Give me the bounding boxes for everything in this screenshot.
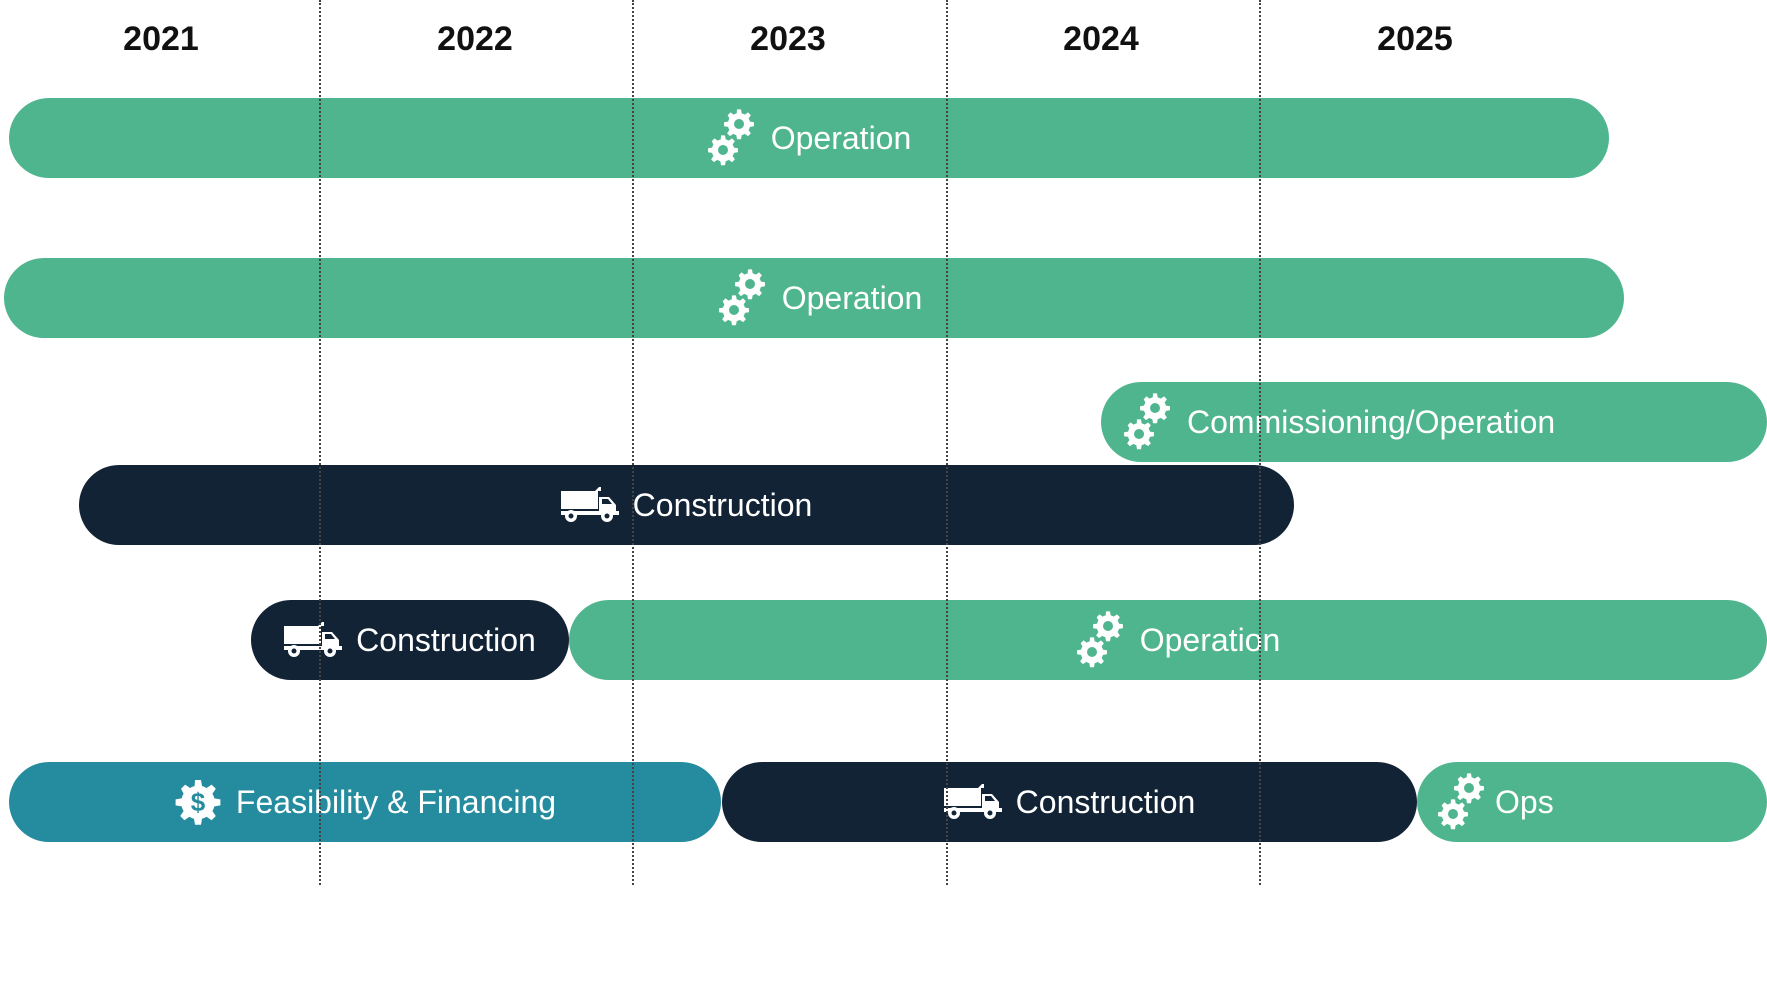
ops-bar: Ops: [1417, 762, 1767, 842]
feasibility-financing-bar: $ Feasibility & Financing: [9, 762, 721, 842]
year-label-2024: 2024: [1063, 20, 1139, 58]
year-label-2021: 2021: [123, 20, 199, 58]
operation-bar: Operation: [9, 98, 1609, 178]
gears-icon: [1076, 610, 1126, 670]
year-divider: [1259, 0, 1261, 885]
bar-label: Commissioning/Operation: [1187, 403, 1556, 440]
bar-label: Feasibility & Financing: [235, 783, 557, 820]
construction-bar: Construction: [251, 600, 569, 680]
dollar-gear-icon: $: [174, 778, 222, 826]
gears-icon: [707, 108, 757, 168]
construction-bar: Construction: [722, 762, 1417, 842]
bar-label: Operation: [770, 119, 912, 156]
truck-icon: [284, 622, 343, 658]
bar-label: Ops: [1495, 783, 1554, 820]
bar-label: Construction: [632, 486, 813, 523]
bar-label: Operation: [781, 279, 923, 316]
operation-bar: Operation: [4, 258, 1624, 338]
bar-label: Construction: [1015, 783, 1196, 820]
year-label-2022: 2022: [437, 20, 513, 58]
gears-icon: [718, 268, 768, 328]
bar-label: Operation: [1139, 621, 1281, 658]
year-divider: [946, 0, 948, 885]
year-label-2023: 2023: [750, 20, 826, 58]
truck-icon: [943, 784, 1002, 820]
gears-icon: [1123, 392, 1173, 452]
bar-label: Construction: [356, 621, 536, 658]
year-divider: [632, 0, 634, 885]
gears-icon: [1437, 772, 1487, 832]
truck-icon: [560, 487, 619, 523]
year-divider: [319, 0, 321, 885]
svg-text:$: $: [191, 787, 206, 817]
year-label-2025: 2025: [1377, 20, 1453, 58]
operation-bar: Operation: [569, 600, 1767, 680]
commissioning-operation-bar: Commissioning/Operation: [1101, 382, 1767, 462]
construction-bar: Construction: [79, 465, 1294, 545]
